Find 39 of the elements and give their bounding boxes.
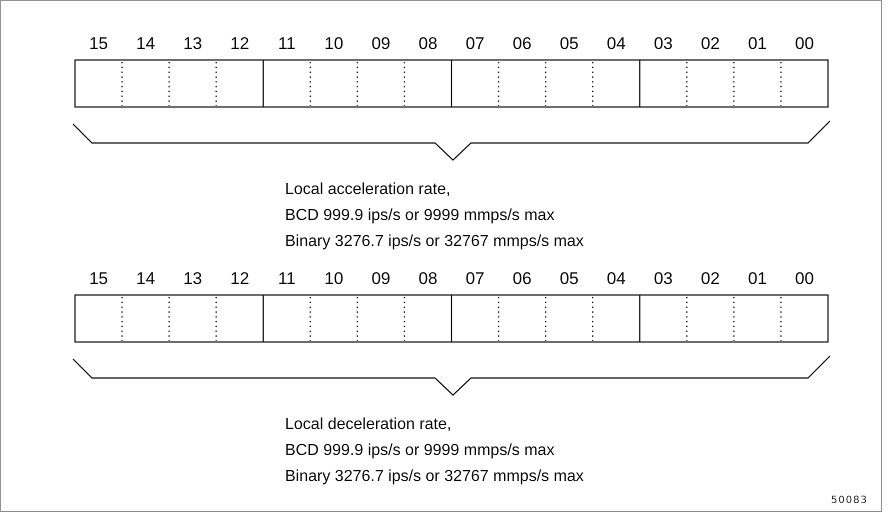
bit-number: 10 <box>324 269 344 289</box>
bit-number: 06 <box>512 34 532 54</box>
field-description: Local deceleration rate, <box>285 416 452 434</box>
field-description: BCD 999.9 ips/s or 9999 mmps/s max <box>285 442 554 460</box>
bit-number: 05 <box>560 34 579 54</box>
bit-number: 00 <box>795 34 814 54</box>
bit-number: 14 <box>136 269 156 289</box>
bit-number: 11 <box>278 34 296 54</box>
bit-number: 12 <box>230 34 250 54</box>
bit-number: 01 <box>748 269 767 289</box>
bit-number: 14 <box>136 34 156 54</box>
bit-number: 02 <box>700 269 720 289</box>
bit-number: 01 <box>748 34 767 54</box>
bit-number: 10 <box>324 34 344 54</box>
bit-number: 02 <box>700 34 720 54</box>
bit-number: 15 <box>89 269 108 289</box>
bit-number: 08 <box>418 34 438 54</box>
bit-number: 03 <box>654 269 673 289</box>
bit-number: 15 <box>89 34 108 54</box>
bit-number: 04 <box>606 34 626 54</box>
bit-number: 00 <box>795 269 814 289</box>
bit-number: 05 <box>560 269 579 289</box>
bit-number: 12 <box>230 269 250 289</box>
bit-number: 13 <box>183 34 202 54</box>
bit-number: 04 <box>606 269 626 289</box>
field-description: Binary 3276.7 ips/s or 32767 mmps/s max <box>285 233 584 251</box>
bit-number: 08 <box>418 269 438 289</box>
field-description: Local acceleration rate, <box>285 181 450 199</box>
bit-number: 09 <box>371 269 390 289</box>
bit-number: 09 <box>371 34 390 54</box>
bit-number: 03 <box>654 34 673 54</box>
bit-number: 07 <box>466 269 484 289</box>
figure-number: 50083 <box>831 495 868 506</box>
field-description: BCD 999.9 ips/s or 9999 mmps/s max <box>285 207 554 225</box>
bit-number: 13 <box>183 269 202 289</box>
field-description: Binary 3276.7 ips/s or 32767 mmps/s max <box>285 468 584 486</box>
bit-number: 11 <box>278 269 296 289</box>
bit-number: 07 <box>466 34 484 54</box>
bit-number: 06 <box>512 269 532 289</box>
